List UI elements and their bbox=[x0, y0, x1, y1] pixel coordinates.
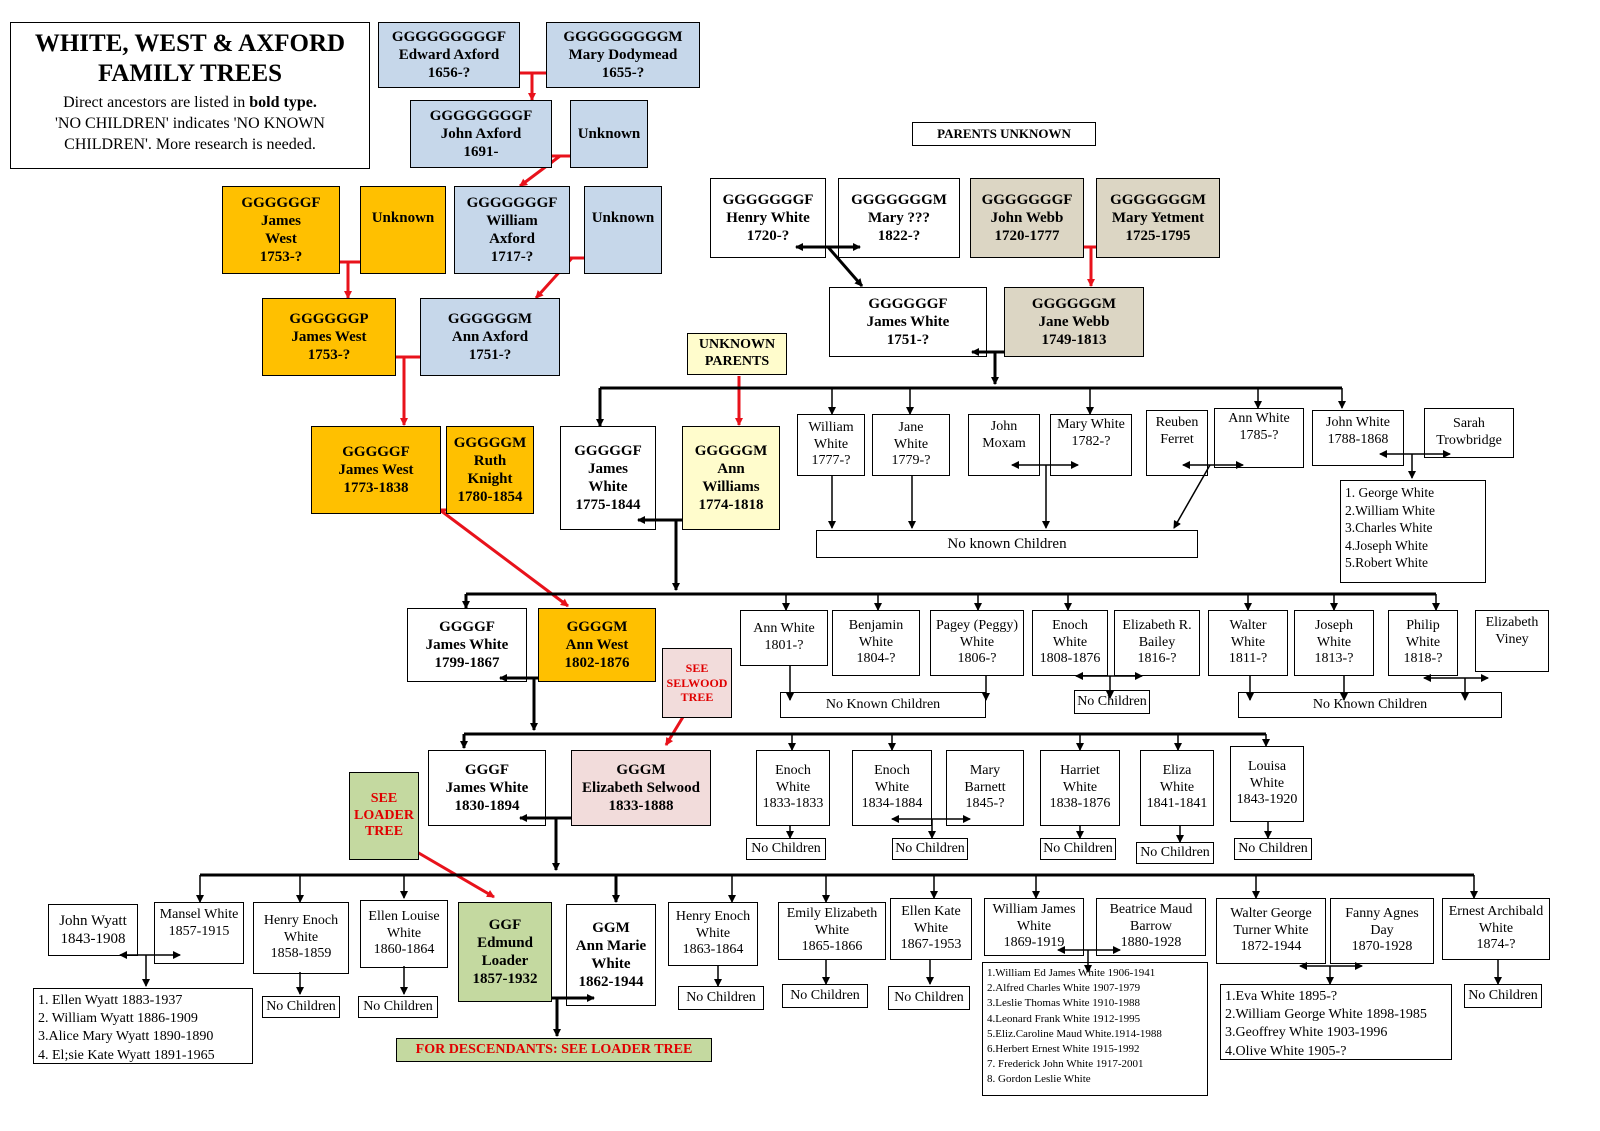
descent-arrow-william-axford bbox=[519, 154, 561, 188]
no-known-children-2: No Known Children bbox=[780, 692, 986, 718]
descendants-see-loader-tree: FOR DESCENDANTS: SEE LOADER TREE bbox=[396, 1038, 712, 1062]
no-children-enoch-1833: No Children bbox=[746, 838, 826, 860]
title-box: WHITE, WEST & AXFORD FAMILY TREES Direct… bbox=[10, 22, 370, 169]
no-children-henry-enoch-1863: No Children bbox=[678, 986, 764, 1010]
no-children-ellen-kate: No Children bbox=[888, 986, 970, 1010]
person-unknown-1: Unknown bbox=[570, 100, 648, 168]
legend-note: Direct ancestors are listed in bold type… bbox=[55, 94, 325, 154]
no-known-children-1: No known Children bbox=[816, 530, 1198, 558]
no-children-harriet: No Children bbox=[1040, 838, 1116, 860]
no-children-eliza: No Children bbox=[1136, 842, 1214, 864]
no-children-enoch-1834: No Children bbox=[892, 838, 968, 860]
parents-unknown-label: PARENTS UNKNOWN bbox=[912, 122, 1096, 146]
no-children-henry-enoch-1858: No Children bbox=[262, 996, 340, 1018]
walter-george-children-list: 1.Eva White 1895-?2.William George White… bbox=[1220, 984, 1452, 1060]
descent-arrow-james-white-1751 bbox=[826, 246, 864, 287]
no-children-emily-elizabeth: No Children bbox=[782, 984, 868, 1008]
no-children-ellen-louise: No Children bbox=[358, 996, 438, 1018]
no-children-enoch-1808: No Children bbox=[1074, 690, 1150, 714]
person-unknown-3: Unknown bbox=[584, 186, 662, 274]
no-children-ernest: No Children bbox=[1464, 984, 1542, 1008]
chart-title: WHITE, WEST & AXFORD FAMILY TREES bbox=[34, 30, 346, 87]
no-children-louisa: No Children bbox=[1234, 838, 1312, 860]
descent-arrow-ann-west bbox=[439, 508, 569, 608]
person-unknown-2: Unknown bbox=[360, 186, 446, 274]
no-known-children-3: No Known Children bbox=[1238, 692, 1502, 718]
